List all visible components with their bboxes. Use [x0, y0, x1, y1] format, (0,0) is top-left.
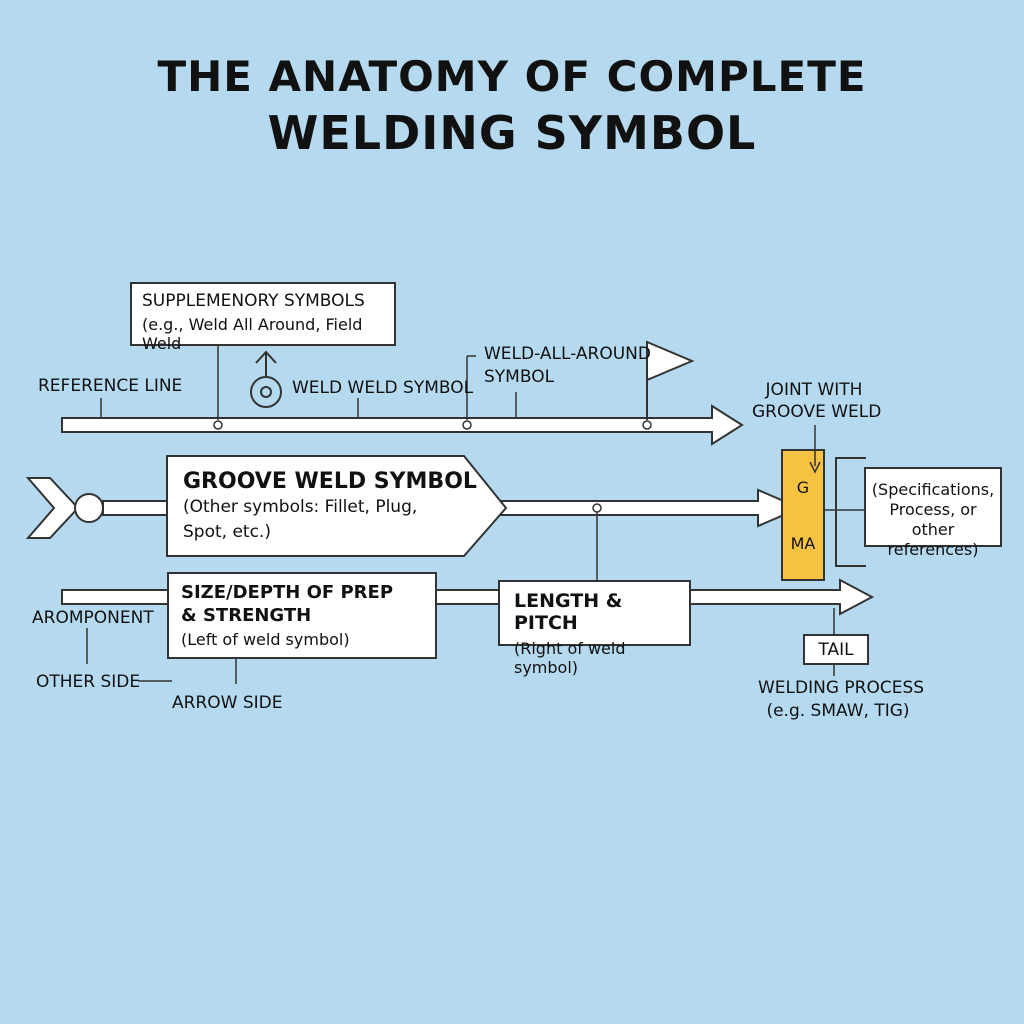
tail-box: TAIL — [803, 634, 869, 665]
flag-dot — [642, 420, 652, 430]
reference-line-arrow — [61, 404, 744, 446]
arrow-side-label: ARROW SIDE — [172, 693, 283, 713]
joint-label-2: GROOVE WELD — [752, 402, 882, 422]
tail-shaft — [102, 500, 168, 516]
groove-weld-title: GROOVE WELD SYMBOL — [183, 469, 477, 494]
tail-circle — [74, 493, 104, 523]
supplementary-symbols-box: SUPPLEMENORY SYMBOLS (e.g., Weld All Aro… — [130, 282, 396, 353]
weld-all-around-dot — [462, 420, 472, 430]
spec-line-2: Process, or other — [889, 500, 977, 539]
length-subtitle: (Right of weld symbol) — [514, 639, 626, 677]
other-side-label: OTHER SIDE — [36, 672, 141, 692]
spec-bracket — [835, 457, 866, 567]
joint-block — [781, 449, 825, 581]
size-depth-box: SIZE/DEPTH OF PREP & STRENGTH (Left of w… — [167, 572, 437, 659]
size-title-2: & STRENGTH — [181, 605, 312, 626]
joint-letter-ma: MA — [790, 534, 816, 553]
weld-all-around-icon — [250, 350, 282, 408]
title-line-2: WELDING SYMBOL — [267, 106, 757, 160]
joint-arrow-head — [809, 461, 821, 474]
tail-chevron-icon — [25, 477, 80, 539]
weld-all-around-label-2: SYMBOL — [484, 367, 555, 387]
weld-all-around-label-1: WELD-ALL-AROUND — [484, 344, 651, 364]
welding-process-label-1: WELDING PROCESS — [758, 678, 925, 698]
field-weld-flag-icon — [646, 340, 695, 382]
welding-process-label-2: (e.g. SMAW, TIG) — [766, 701, 910, 721]
length-title: LENGTH & PITCH — [514, 590, 623, 634]
row3-left-shaft — [61, 589, 169, 605]
spec-line-1: (Specifications, — [871, 480, 995, 499]
groove-weld-sub-2: Spot, etc.) — [183, 522, 271, 542]
groove-weld-symbol-shape — [166, 455, 508, 557]
joint-letter-g: G — [796, 478, 810, 497]
arromponent-label: AROMPONENT — [32, 608, 154, 628]
supplementary-subtitle: (e.g., Weld All Around, Field Weld — [142, 315, 363, 353]
main-arrow — [499, 488, 803, 528]
title-line-1: THE ANATOMY OF COMPLETE — [157, 52, 867, 101]
groove-weld-sub-1: (Other symbols: Fillet, Plug, — [183, 497, 418, 517]
spec-line-3: references) — [887, 540, 979, 559]
size-title-1: SIZE/DEPTH OF PREP — [181, 582, 394, 603]
size-subtitle: (Left of weld symbol) — [181, 630, 350, 649]
main-arrow-dot — [592, 503, 602, 513]
supplementary-dot — [213, 420, 223, 430]
tail-label: TAIL — [818, 640, 854, 660]
length-pitch-box: LENGTH & PITCH (Right of weld symbol) — [498, 580, 691, 677]
supplementary-title: SUPPLEMENORY SYMBOLS — [142, 291, 365, 311]
row3-mid-shaft — [435, 589, 501, 605]
specifications-box: (Specifications, Process, or other refer… — [864, 467, 1002, 559]
weld-symbol-label: WELD WELD SYMBOL — [292, 378, 474, 398]
joint-label-1: JOINT WITH — [765, 380, 863, 400]
reference-line-label: REFERENCE LINE — [38, 376, 183, 396]
row3-arrow — [689, 578, 875, 616]
